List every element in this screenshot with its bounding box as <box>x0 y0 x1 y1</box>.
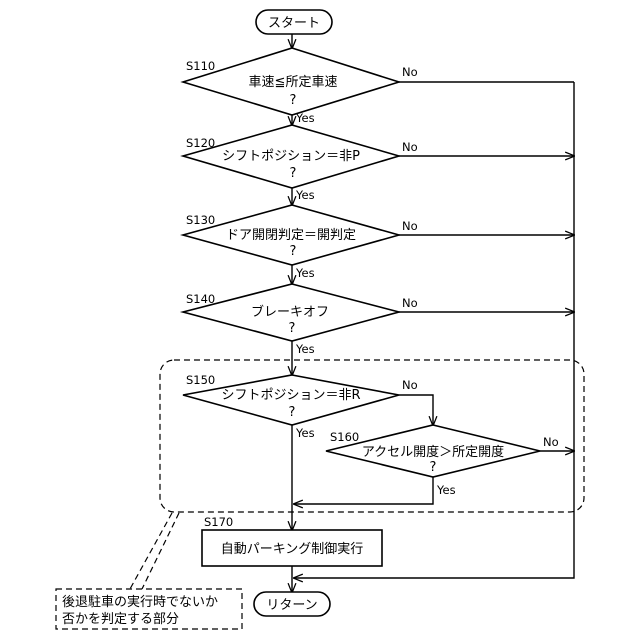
decision-q-s140: ? <box>289 321 296 336</box>
decision-q-s160: ? <box>430 460 437 475</box>
no-label-s110: No <box>402 65 418 79</box>
no-label-s150: No <box>402 378 418 392</box>
end-label: リターン <box>266 598 317 613</box>
decision-q-s150: ? <box>289 405 296 420</box>
decision-q-s130: ? <box>290 244 297 259</box>
no-branch-s150 <box>399 395 433 425</box>
step-id-s170: S170 <box>204 515 233 529</box>
yes-label-s150: Yes <box>295 426 315 440</box>
callout-text-line1: 後退駐車の実行時でないか <box>62 594 218 610</box>
step-id-s130: S130 <box>186 213 215 227</box>
judgment-region-dashed <box>160 360 584 512</box>
no-label-s120: No <box>402 140 418 154</box>
yes-label-s140: Yes <box>295 342 315 356</box>
process-text-s170: 自動パーキング制御実行 <box>221 541 364 557</box>
decision-text-s160: アクセル開度＞所定開度 <box>362 444 504 460</box>
no-label-s140: No <box>402 296 418 310</box>
decision-text-s150: シフトポジション＝非R <box>221 388 360 403</box>
decision-q-s110: ? <box>290 93 297 108</box>
callout-text-line2: 否かを判定する部分 <box>62 612 179 627</box>
decision-text-s110: 車速≦所定車速 <box>249 75 338 90</box>
decision-text-s130: ドア開閉判定＝開判定 <box>226 228 356 243</box>
callout-leader <box>142 513 179 589</box>
step-id-s110: S110 <box>186 59 215 73</box>
yes-label-s110: Yes <box>295 111 315 125</box>
yes-label-s120: Yes <box>295 188 315 202</box>
yes-label-s160: Yes <box>436 483 456 497</box>
step-id-s140: S140 <box>186 292 215 306</box>
step-id-s160: S160 <box>330 430 359 444</box>
no-label-s130: No <box>402 219 418 233</box>
step-id-s120: S120 <box>186 136 215 150</box>
step-id-s150: S150 <box>186 373 215 387</box>
callout-leader <box>130 513 172 589</box>
decision-q-s120: ? <box>290 166 297 181</box>
start-label: スタート <box>268 16 320 31</box>
no-label-s160: No <box>543 435 559 449</box>
decision-text-s120: シフトポジション＝非P <box>222 149 360 164</box>
decision-text-s140: ブレーキオフ <box>251 304 329 320</box>
yes-label-s130: Yes <box>295 266 315 280</box>
yes-branch-s160 <box>294 477 433 504</box>
